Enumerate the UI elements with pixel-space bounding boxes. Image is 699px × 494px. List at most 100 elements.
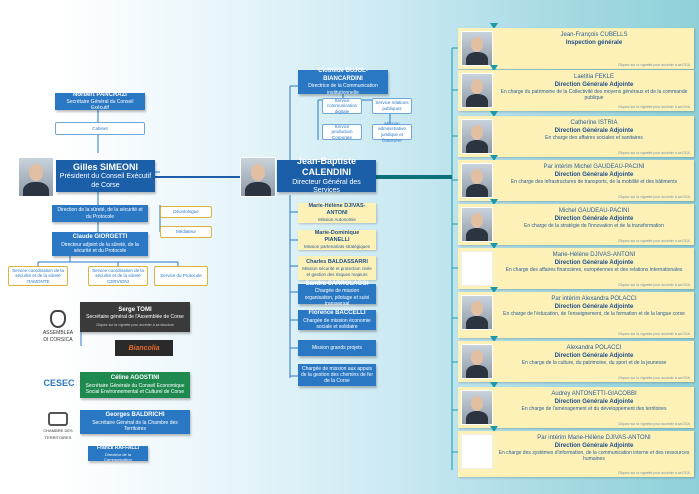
- deontologue-label: Déontologue: [173, 209, 199, 215]
- card-title: Direction Générale Adjointe: [554, 171, 634, 178]
- biancolia-label: Biancolia: [128, 344, 160, 352]
- cesec-logo: CESEC: [42, 378, 76, 389]
- card-name: Jean-François CUBELLS: [560, 32, 628, 38]
- president-name: Gilles SIMEONI: [72, 161, 139, 172]
- chambre-logo: CHAMBRE DES TERRITOIRES: [40, 412, 76, 442]
- dga-card[interactable]: Jean-François CUBELLS Inspection général…: [458, 28, 694, 69]
- card-desc: En charge des systèmes d'information, de…: [498, 450, 690, 463]
- card-name: Par intérim Michel GAUDEAU-PACINI: [543, 164, 645, 170]
- card-link: Cliquez sur la vignette pour accéder à s…: [618, 239, 690, 243]
- service-itamonte-box: Service coordination de la sécurité et d…: [8, 266, 68, 286]
- mission-securite-role: Mission sécurité et protection civile et…: [302, 265, 372, 277]
- service-cervioni-box: Service coordination de la sécurité et d…: [88, 266, 148, 286]
- card-marker-5: [490, 243, 498, 249]
- dga-card[interactable]: Alexandra POLACCI Direction Générale Adj…: [458, 341, 694, 382]
- service-itamonte-label: Service coordination de la sécurité et d…: [12, 267, 64, 284]
- mission-chemins-fer: Chargée de mission aux appuis de la gest…: [298, 364, 376, 386]
- comm-service-digital-label: Service communication digitale: [326, 97, 358, 114]
- tomi-name: Serge TOMI: [118, 306, 152, 313]
- mission-ess: Florence BACCELLI Chargée de mission éco…: [298, 310, 376, 330]
- card-title: Inspection générale: [565, 39, 623, 46]
- dgs-box[interactable]: Jean-Baptiste CALENDINI Directeur Généra…: [277, 156, 376, 194]
- card-name: Par intérim Alexandra POLACCI: [551, 296, 637, 302]
- comm-service-relations-label: Service relations publiques: [375, 100, 409, 111]
- card-link: Cliquez sur la vignette pour accéder à s…: [618, 151, 690, 155]
- president-box[interactable]: Gilles SIMEONI Président du Conseil Exéc…: [56, 160, 155, 192]
- president-role: Président du Conseil Exécutif de Corse: [59, 172, 152, 189]
- assemblee-logo-text: ASSEMBLEA DI CORSICA: [42, 330, 74, 344]
- dga-card[interactable]: Michel GAUDEAU-PACINI Direction Générale…: [458, 204, 694, 245]
- card-name: Alexandra POLACCI: [566, 345, 622, 351]
- card-name: Michel GAUDEAU-PACINI: [558, 208, 630, 214]
- card-desc: En charge des affaires sociales et sanit…: [545, 135, 643, 141]
- baldrichi-box[interactable]: Georges BALDRICHI Secrétaire Général de …: [80, 410, 190, 434]
- card-photo: [461, 251, 493, 286]
- card-link: Cliquez sur la vignette pour accéder à s…: [618, 471, 690, 475]
- dga-card[interactable]: Catherine ISTRIA Direction Générale Adjo…: [458, 116, 694, 157]
- card-name: Catherine ISTRIA: [570, 120, 618, 126]
- dga-card[interactable]: Laetitia FEKLE Direction Générale Adjoin…: [458, 70, 694, 111]
- card-desc: En charge de la culture, du patrimoine, …: [521, 360, 667, 366]
- giorgetti-box: Claude GIORGETTI Directeur adjoint de la…: [52, 232, 148, 256]
- giorgetti-role: Directeur adjoint de la sûreté, de la sé…: [61, 241, 139, 254]
- comm-service-mission: Mission administrative juridique et fina…: [372, 121, 412, 143]
- baldrichi-role: Secrétaire Général de la Chambre des Ter…: [92, 419, 178, 432]
- card-title: Direction Générale Adjointe: [554, 81, 634, 88]
- card-title: Direction Générale Adjointe: [554, 442, 634, 449]
- simeoni-photo: [18, 157, 54, 197]
- card-photo: [461, 295, 493, 330]
- card-link: Cliquez sur la vignette pour accéder à s…: [618, 283, 690, 287]
- card-marker-4: [490, 199, 498, 205]
- agostini-role: Secrétaire Générale du Conseil Economiqu…: [85, 382, 185, 395]
- card-photo: [461, 73, 493, 108]
- mission-pilotage-role: Chargée de mission organisation, pilotag…: [304, 288, 370, 307]
- chambre-logo-text: CHAMBRE DES TERRITOIRES: [43, 428, 73, 441]
- card-title: Direction Générale Adjointe: [554, 303, 634, 310]
- mission-autonomie-name: Marie-Hélène DJIVAS-ANTONI: [308, 202, 366, 217]
- card-title: Direction Générale Adjointe: [554, 215, 634, 222]
- service-protocole-box: Service du Protocole: [154, 266, 208, 286]
- comm-service-relations: Service relations publiques: [372, 98, 412, 114]
- card-title: Direction Générale Adjointe: [554, 398, 634, 405]
- card-link: Cliquez sur la vignette pour accéder à s…: [618, 105, 690, 109]
- dga-card[interactable]: Marie-Hélène DJIVAS-ANTONI Direction Gén…: [458, 248, 694, 289]
- card-title: Direction Générale Adjointe: [554, 259, 634, 266]
- card-link: Cliquez sur la vignette pour accéder à s…: [618, 332, 690, 336]
- comm-service-production: Service production Corporate: [322, 124, 362, 140]
- card-photo: [461, 207, 493, 242]
- mission-partenariats: Marie-Dominique PIANELLI Mission partena…: [298, 230, 376, 250]
- mission-chemins-fer-role: Chargée de mission aux appuis de la gest…: [301, 365, 373, 385]
- bujol-box: Clothilde BUJOL-BIANCARDINI Directrice d…: [298, 68, 388, 96]
- card-photo: [461, 119, 493, 154]
- raffalli-box: Franck RAFFALLI Directeur de la Communic…: [88, 445, 148, 462]
- card-desc: En charge de l'éducation, de l'enseignem…: [503, 311, 685, 317]
- dga-card[interactable]: Audrey ANTONETTI-GIACOBBI Direction Géné…: [458, 387, 694, 428]
- tomi-box[interactable]: Serge TOMI Secrétaire général de l'Assem…: [80, 302, 190, 332]
- chambre-emblem-icon: [48, 412, 68, 426]
- agostini-box[interactable]: Céline AGOSTINI Secrétaire Générale du C…: [80, 372, 190, 398]
- dga-card[interactable]: Par intérim Michel GAUDEAU-PACINI Direct…: [458, 160, 694, 201]
- comm-service-mission-label: Mission administrative juridique et fina…: [378, 120, 406, 143]
- card-title: Direction Générale Adjointe: [554, 352, 634, 359]
- service-protocole-label: Service du Protocole: [160, 273, 202, 279]
- card-desc: En charge de l'aménagement et du dévelop…: [521, 406, 667, 412]
- mission-pilotage: Sandra CARROLAGGI Chargée de mission org…: [298, 281, 376, 307]
- agostini-name: Céline AGOSTINI: [110, 375, 160, 381]
- card-marker-8: [490, 382, 498, 388]
- card-desc: En charge de la stratégie de l'innovatio…: [524, 223, 664, 229]
- direction-surete-box: Direction de la sûreté, de la sécurité e…: [52, 205, 148, 222]
- card-marker-1: [490, 65, 498, 71]
- service-cervioni-label: Service coordination de la sécurité et d…: [92, 267, 144, 284]
- card-link: Cliquez sur la vignette pour accéder à s…: [618, 422, 690, 426]
- card-photo: [461, 344, 493, 379]
- mission-securite-name: Charles BALDASSARRI: [306, 258, 368, 265]
- card-desc: En charge des infrastructures de transpo…: [510, 179, 678, 185]
- biancolia-logo: Biancolia: [115, 340, 173, 356]
- dga-card[interactable]: Par intérim Alexandra POLACCI Direction …: [458, 292, 694, 338]
- card-marker-0: [490, 23, 498, 29]
- card-name: Par intérim Marie-Hélène DJIVAS-ANTONI: [537, 435, 651, 441]
- calendini-photo: [240, 157, 276, 197]
- pancrazi-box[interactable]: Norbert PANCRAZI Secrétaire Général du C…: [55, 92, 145, 111]
- mission-securite: Charles BALDASSARRI Mission sécurité et …: [298, 256, 376, 280]
- dga-card[interactable]: Par intérim Marie-Hélène DJIVAS-ANTONI D…: [458, 431, 694, 477]
